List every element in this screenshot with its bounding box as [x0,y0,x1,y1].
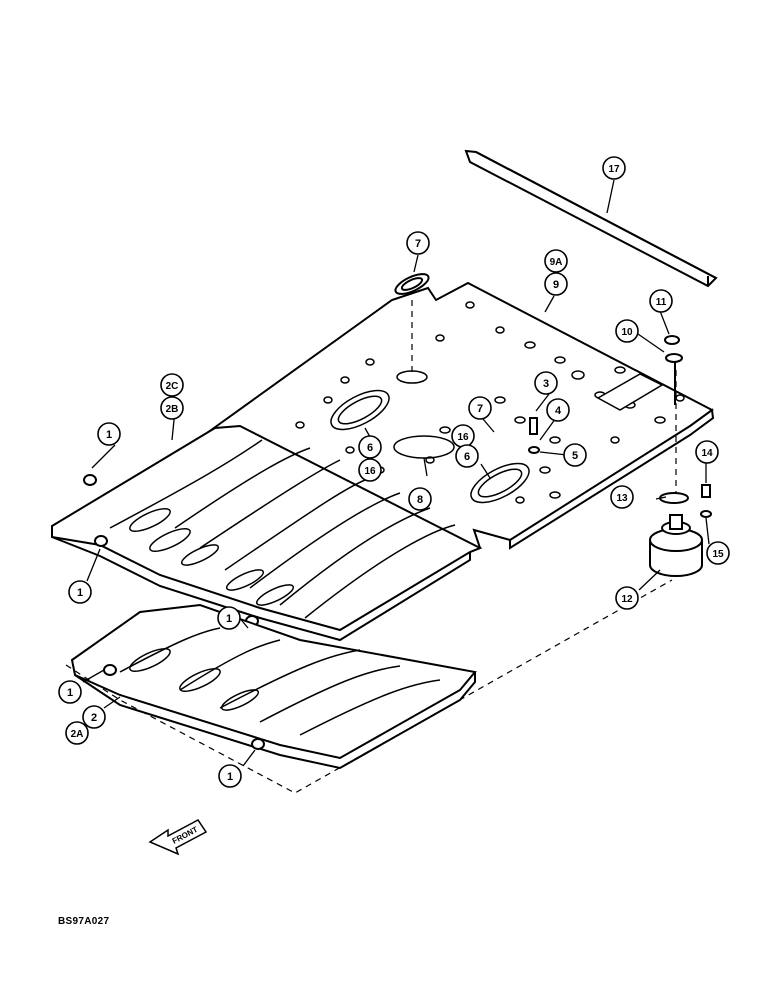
callout-label: 2C [166,381,179,392]
callout-circle [58,680,82,704]
callout-label: 1 [227,771,233,783]
bolt-part-14 [700,484,712,518]
callout-label: 1 [77,587,83,599]
callout-label: 10 [621,327,633,338]
callout-c1c: 1 [217,606,241,630]
callout-circle [615,319,639,343]
callout-label: 12 [621,594,633,605]
callout-label: 4 [555,405,562,417]
callout-c14: 14 [695,440,719,464]
callout-c10: 10 [615,319,639,343]
callout-circle [65,721,89,745]
callout-c6b: 6 [455,444,479,468]
callout-circle [358,458,382,482]
callout-c4: 4 [546,398,570,422]
callout-circle [534,371,558,395]
lower-floor-mat-part [70,603,477,770]
callout-circle [82,705,106,729]
callout-label: 6 [367,442,373,454]
callout-label: 8 [417,494,423,506]
callout-c1a: 1 [97,422,121,446]
callout-label: 2 [91,712,97,724]
callout-circle [610,485,634,509]
callout-c8: 8 [408,487,432,511]
callout-label: 2A [71,729,84,740]
callout-circle [217,606,241,630]
callout-label: 7 [415,238,421,250]
callout-label: 1 [226,613,232,625]
callout-label: 3 [543,378,549,390]
callout-label: 1 [106,429,112,441]
grommet-part-7 [394,273,430,295]
callout-circle [68,580,92,604]
isolator-mount-part [649,514,703,577]
callout-circle [468,396,492,420]
callout-circle [218,764,242,788]
callout-c12: 12 [615,586,639,610]
callout-c3: 3 [534,371,558,395]
callout-label: 6 [464,451,470,463]
callout-c13: 13 [610,485,634,509]
callout-c9a: 9A [544,249,568,273]
callout-circle [408,487,432,511]
callout-c9: 9 [544,272,568,296]
drawing-reference-code: BS97A027 [58,916,110,927]
callout-label: 14 [701,448,713,459]
callout-circle [706,541,730,565]
callout-c17: 17 [602,156,626,180]
callout-c7a: 7 [406,231,430,255]
callout-circle [602,156,626,180]
callout-c6a: 6 [358,435,382,459]
callout-c16b: 16 [358,458,382,482]
nut-washer-parts-10-11 [664,335,683,405]
callout-c5: 5 [563,443,587,467]
callout-circle [649,289,673,313]
callout-c2a: 2A [65,721,89,745]
part-callouts: 1779A911102C2B345716661681111122A1413151… [58,156,730,788]
callout-label: 13 [616,493,628,504]
callout-circle [160,373,184,397]
callout-c2c: 2C [160,373,184,397]
bolt-part-3 [528,417,540,454]
callout-c7b: 7 [468,396,492,420]
callout-circle [455,444,479,468]
callout-circle [97,422,121,446]
callout-circle [358,435,382,459]
callout-c16a: 16 [451,424,475,448]
callout-circle [695,440,719,464]
callout-c1d: 1 [58,680,82,704]
callout-label: 7 [477,403,483,415]
upper-floor-mat-part [51,424,483,642]
callout-c2b: 2B [160,396,184,420]
front-direction-arrow [148,819,208,856]
callout-circle [406,231,430,255]
callout-c11: 11 [649,289,673,313]
callout-label: 9A [550,257,563,268]
callout-label: 17 [608,164,620,175]
callout-c15: 15 [706,541,730,565]
callout-label: 9 [553,279,559,291]
callout-label: 2B [166,404,179,415]
callout-c1e: 1 [218,764,242,788]
callout-c2: 2 [82,705,106,729]
callout-label: 16 [364,466,376,477]
callout-label: 16 [457,432,469,443]
callout-circle [546,398,570,422]
callout-c1b: 1 [68,580,92,604]
callout-circle [615,586,639,610]
callout-circle [544,249,568,273]
callout-label: 1 [67,687,73,699]
callout-label: 15 [712,549,724,560]
callout-circle [544,272,568,296]
callout-label: 5 [572,450,578,462]
seal-strip-part [464,149,718,288]
callout-circle [160,396,184,420]
callout-label: 11 [656,297,667,308]
assembly-guide-lines [65,300,677,794]
callout-circle [563,443,587,467]
